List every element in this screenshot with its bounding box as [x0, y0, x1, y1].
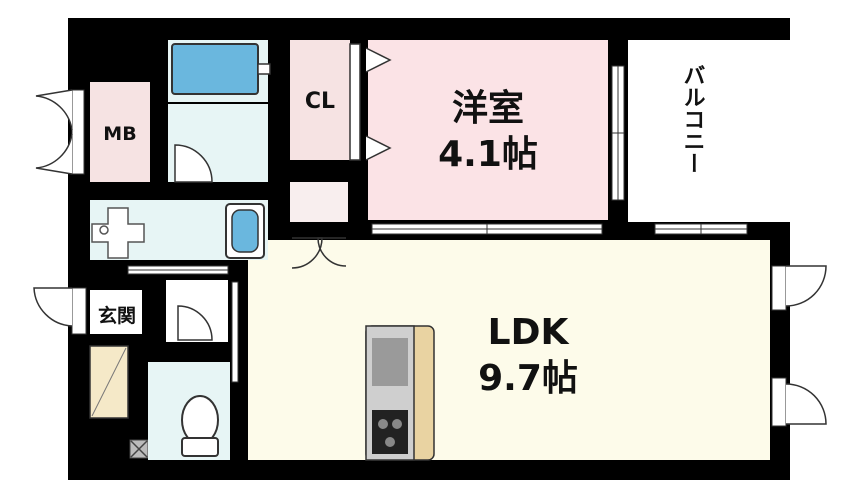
hall-floor	[290, 182, 348, 222]
western-room-window-bottom	[371, 223, 603, 235]
ldk-name: LDK	[488, 312, 570, 353]
toilet-icon	[181, 395, 219, 457]
bath-faucet	[257, 63, 271, 75]
meter-box-label: MB	[103, 123, 136, 145]
western-room-size: 4.1帖	[438, 134, 538, 175]
ldk-right-door-top	[771, 265, 827, 311]
western-room-name: 洋室	[452, 88, 524, 129]
closet-label: CL	[305, 89, 335, 114]
hall-double-door	[291, 237, 347, 269]
entrance-floor	[90, 290, 142, 334]
western-room-floor	[368, 40, 608, 220]
closet-rod	[349, 43, 361, 161]
closet-doors	[365, 47, 392, 161]
entrance-label: 玄関	[98, 304, 136, 327]
balcony-label: バルコニー	[680, 64, 705, 174]
washroom-door-swing	[174, 144, 213, 183]
balcony-window-right	[654, 223, 748, 235]
ldk-right-door-bottom	[771, 377, 827, 427]
kitchen-sink	[372, 338, 408, 386]
ldk-size: 9.7帖	[478, 358, 578, 399]
corridor-sliding-door	[231, 281, 239, 383]
toilet-door-swing	[177, 305, 213, 341]
washing-machine-pan	[91, 207, 145, 259]
meter-box-doors	[35, 89, 85, 175]
pipe-space-icon	[129, 439, 149, 459]
entrance-door	[33, 287, 87, 335]
ldk-floor	[248, 240, 770, 460]
stove-icon	[372, 410, 408, 454]
bathtub	[171, 43, 259, 95]
corridor-wall-panel	[127, 265, 229, 275]
closet-floor	[290, 40, 350, 160]
sink-bowl	[231, 209, 259, 253]
meter-box-floor	[90, 82, 150, 182]
balcony-window-vertical	[611, 65, 625, 201]
